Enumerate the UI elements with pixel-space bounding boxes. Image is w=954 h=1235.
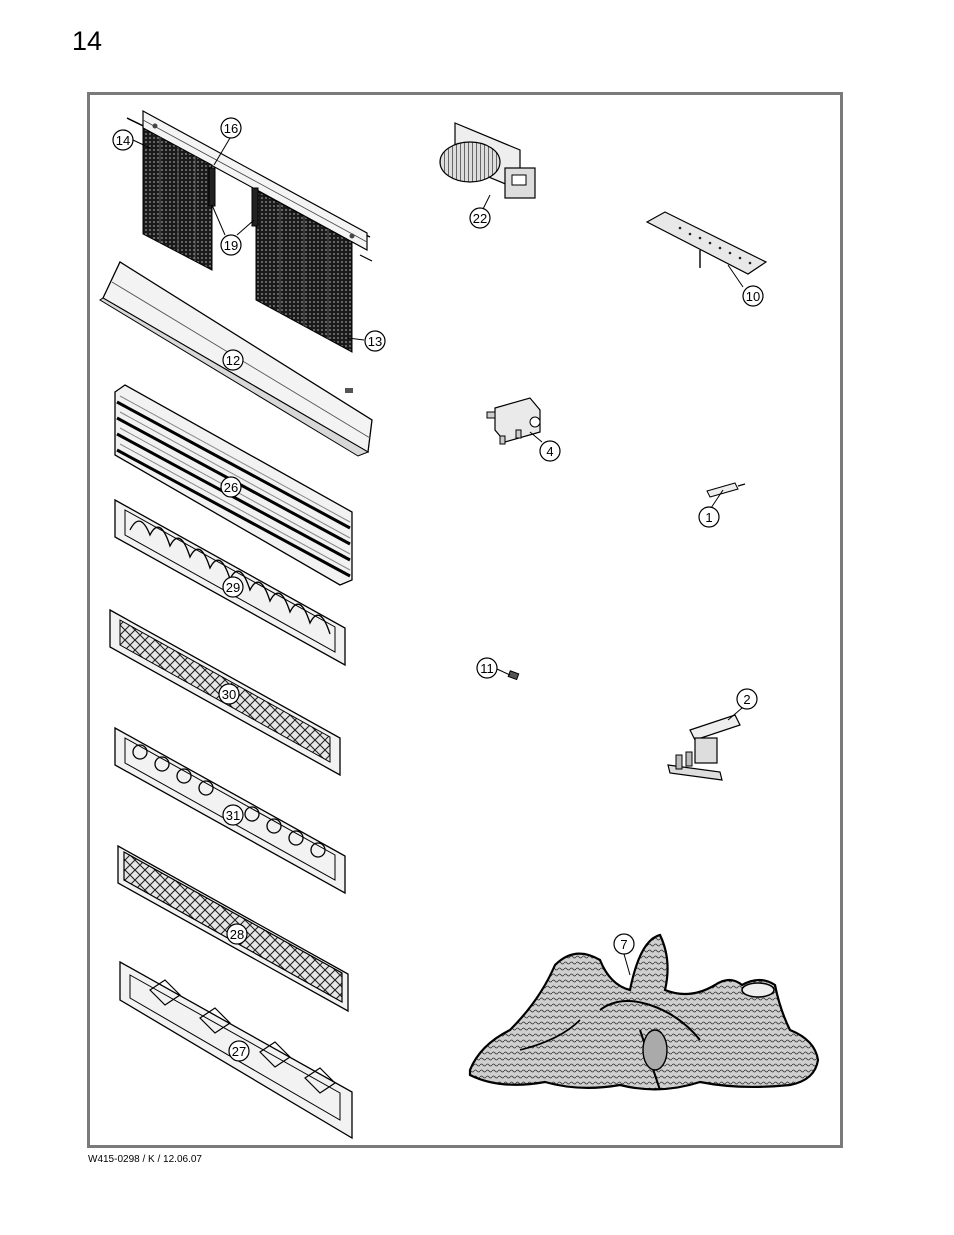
callout-label: 26 bbox=[224, 480, 238, 495]
callout-label: 22 bbox=[473, 211, 487, 226]
leader-lines bbox=[132, 137, 744, 976]
callout-label: 7 bbox=[620, 937, 627, 952]
callout-label: 16 bbox=[224, 121, 238, 136]
callout-label: 31 bbox=[226, 808, 240, 823]
document-code: W415-0298 / K / 12.06.07 bbox=[88, 1154, 202, 1165]
callout-label: 27 bbox=[232, 1044, 246, 1059]
gas-valve bbox=[486, 397, 541, 445]
log-set bbox=[468, 933, 820, 1091]
screen-assembly bbox=[126, 109, 373, 353]
callout-1: 1 bbox=[698, 506, 720, 528]
callout-12: 12 bbox=[222, 349, 244, 371]
callout-label: 19 bbox=[224, 238, 238, 253]
callout-label: 13 bbox=[368, 334, 382, 349]
callout-30: 30 bbox=[218, 683, 240, 705]
callout-label: 4 bbox=[546, 444, 553, 459]
callout-label: 12 bbox=[226, 353, 240, 368]
callout-10: 10 bbox=[742, 285, 764, 307]
callout-13: 13 bbox=[364, 330, 386, 352]
callout-label: 28 bbox=[230, 927, 244, 942]
callout-26: 26 bbox=[220, 476, 242, 498]
callout-29: 29 bbox=[222, 576, 244, 598]
callout-label: 14 bbox=[116, 133, 130, 148]
diagram-frame bbox=[87, 92, 843, 1148]
callout-label: 2 bbox=[743, 692, 750, 707]
igniter bbox=[706, 482, 746, 498]
orifice bbox=[507, 670, 520, 681]
callout-14: 14 bbox=[112, 129, 134, 151]
callout-31: 31 bbox=[222, 804, 244, 826]
callout-label: 1 bbox=[705, 510, 712, 525]
blower-fan bbox=[439, 122, 536, 199]
callout-11: 11 bbox=[476, 657, 498, 679]
callout-2: 2 bbox=[736, 688, 758, 710]
page-number: 14 bbox=[72, 26, 103, 56]
callout-label: 30 bbox=[222, 687, 236, 702]
callout-28: 28 bbox=[226, 923, 248, 945]
callout-27: 27 bbox=[228, 1040, 250, 1062]
burner-plate bbox=[645, 211, 768, 275]
callout-7: 7 bbox=[613, 933, 635, 955]
pilot-assembly bbox=[667, 714, 741, 781]
callout-label: 29 bbox=[226, 580, 240, 595]
callout-label: 10 bbox=[746, 289, 760, 304]
callout-label: 11 bbox=[480, 661, 494, 676]
callout-4: 4 bbox=[539, 440, 561, 462]
callout-19: 19 bbox=[220, 234, 242, 256]
callout-22: 22 bbox=[469, 207, 491, 229]
callout-16: 16 bbox=[220, 117, 242, 139]
